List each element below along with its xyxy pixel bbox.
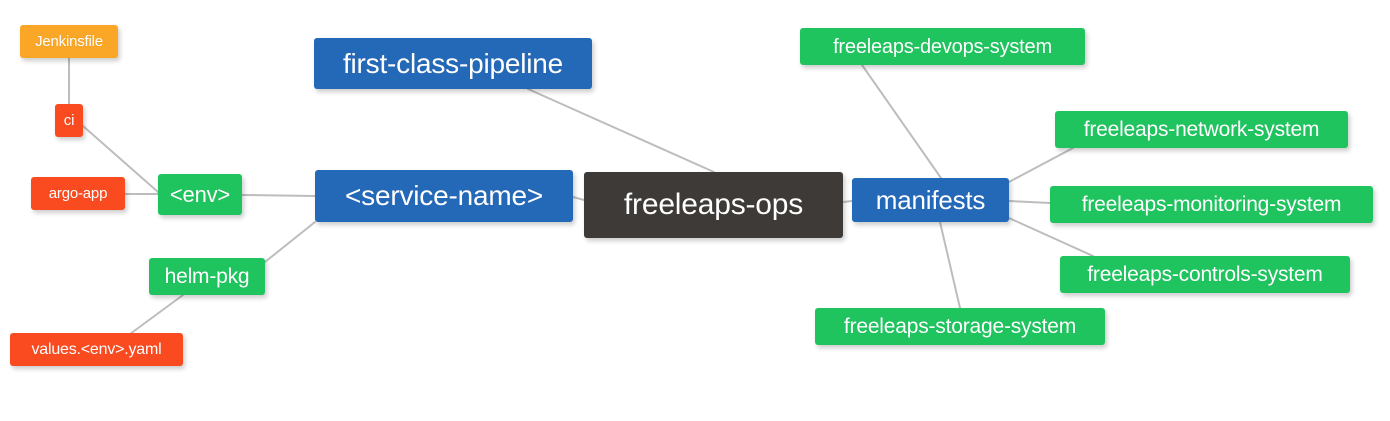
edge-service-name-to-freeleaps-ops (572, 196, 585, 201)
edge-manifests-to-freeleaps-devops-system (861, 64, 942, 179)
node-label: Jenkinsfile (35, 33, 103, 50)
node-label: freeleaps-ops (623, 188, 804, 221)
node-label: freeleaps-storage-system (843, 315, 1077, 338)
node-values-env-yaml[interactable]: values.<env>.yaml (10, 333, 183, 366)
node-freeleaps-network-system[interactable]: freeleaps-network-system (1055, 111, 1348, 148)
node-argo-app[interactable]: argo-app (31, 177, 125, 210)
node-freeleaps-storage-system[interactable]: freeleaps-storage-system (815, 308, 1105, 345)
edge-service-name-to-helm-pkg (264, 221, 316, 263)
node-label: <env> (169, 181, 231, 207)
node-label: <service-name> (345, 180, 543, 211)
node-jenkinsfile[interactable]: Jenkinsfile (20, 25, 118, 58)
node-freeleaps-ops[interactable]: freeleaps-ops (584, 172, 843, 238)
node-freeleaps-controls-system[interactable]: freeleaps-controls-system (1060, 256, 1350, 293)
node-helm-pkg[interactable]: helm-pkg (149, 258, 265, 295)
edge-freeleaps-ops-to-manifests (842, 200, 853, 203)
edge-manifests-to-freeleaps-controls-system (1008, 217, 1094, 257)
node-label: freeleaps-controls-system (1087, 263, 1323, 286)
edge-manifests-to-freeleaps-storage-system (939, 221, 961, 309)
edge-first-class-pipeline-to-freeleaps-ops (527, 88, 715, 173)
node-label: ci (63, 112, 75, 129)
edge-env-to-service-name (241, 194, 316, 197)
node-label: first-class-pipeline (342, 47, 564, 79)
node-label: values.<env>.yaml (31, 340, 162, 358)
edge-manifests-to-freeleaps-monitoring-system (1008, 200, 1051, 204)
node-label: manifests (875, 185, 986, 215)
node-label: argo-app (48, 185, 108, 202)
node-manifests[interactable]: manifests (852, 178, 1009, 222)
node-first-class-pipeline[interactable]: first-class-pipeline (314, 38, 592, 89)
node-label: helm-pkg (164, 265, 250, 288)
node-label: freeleaps-devops-system (833, 35, 1052, 58)
node-freeleaps-devops-system[interactable]: freeleaps-devops-system (800, 28, 1085, 65)
node-env[interactable]: <env> (158, 174, 242, 215)
node-label: freeleaps-network-system (1083, 118, 1320, 141)
node-ci[interactable]: ci (55, 104, 83, 137)
node-freeleaps-monitoring-system[interactable]: freeleaps-monitoring-system (1050, 186, 1373, 223)
node-service-name[interactable]: <service-name> (315, 170, 573, 222)
edge-manifests-to-freeleaps-network-system (1008, 147, 1074, 183)
node-label: freeleaps-monitoring-system (1081, 193, 1342, 216)
edge-helm-pkg-to-values-env-yaml (129, 294, 184, 335)
